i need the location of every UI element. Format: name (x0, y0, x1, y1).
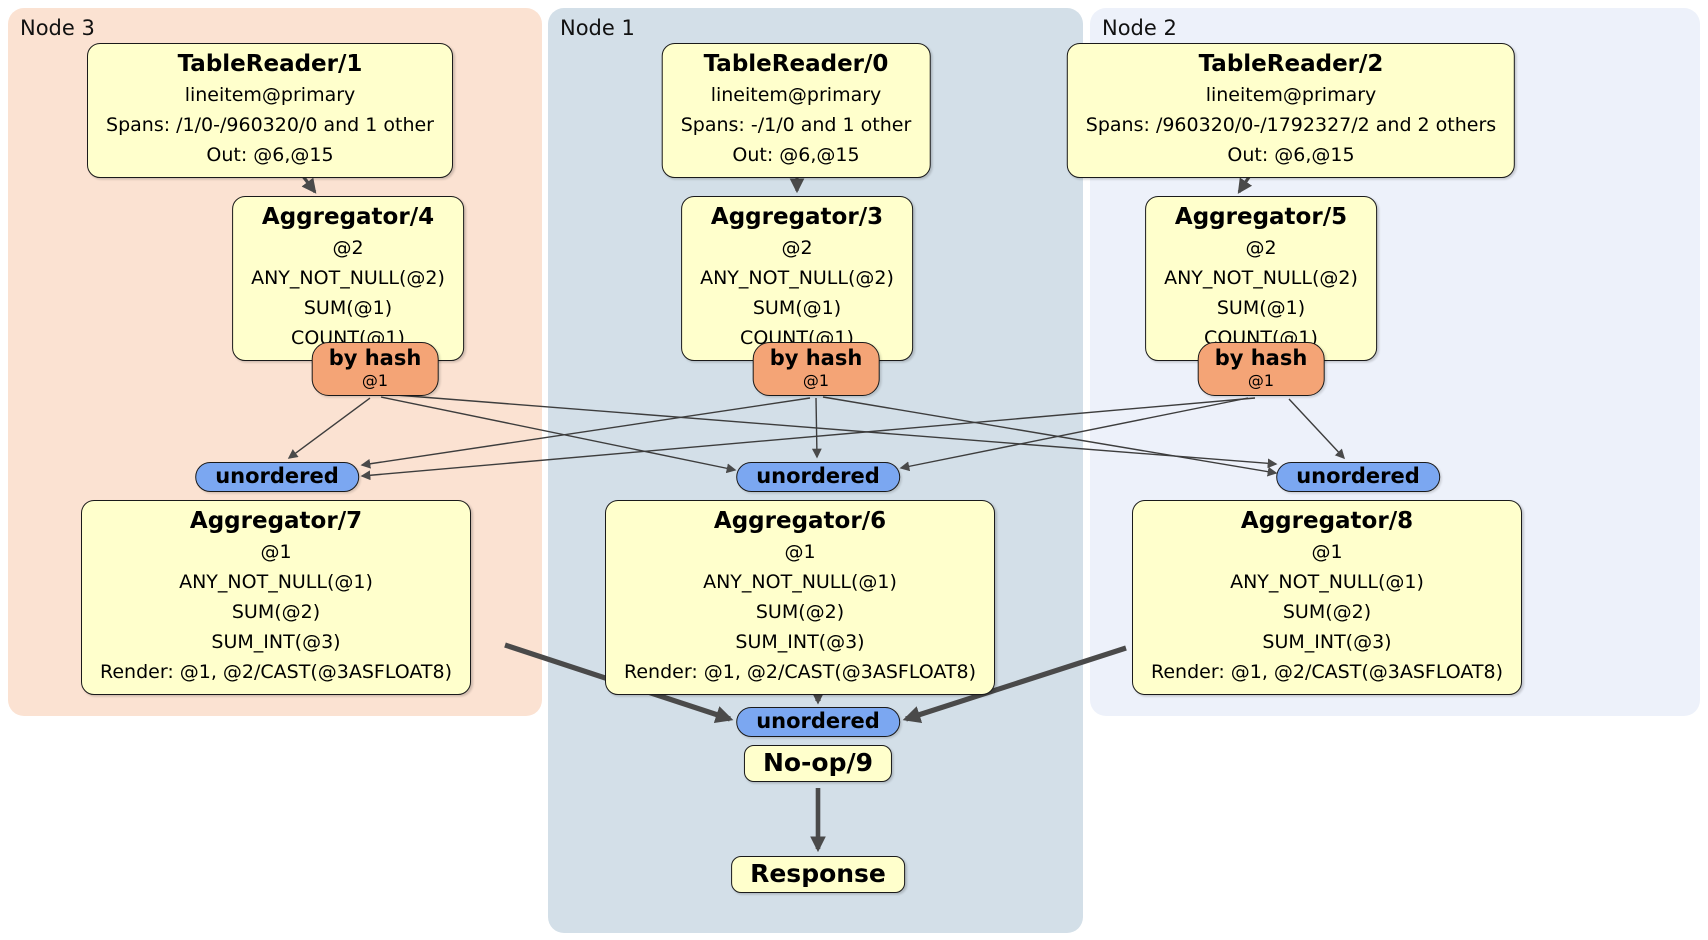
node-group-label: Node 3 (20, 16, 95, 40)
processor-detail: Spans: /960320/0-/1792327/2 and 2 others (1085, 114, 1497, 136)
processor-detail: @1 (260, 541, 292, 563)
processor-box-tablereader-0: TableReader/0 lineitem@primary Spans: -/… (661, 43, 931, 178)
processor-title: Aggregator/5 (1174, 204, 1348, 230)
hash-router-key: @1 (802, 371, 830, 390)
processor-detail: SUM(@2) (231, 601, 321, 623)
processor-detail: SUM(@2) (1282, 601, 1372, 623)
processor-detail: SUM(@1) (752, 297, 842, 319)
processor-detail: ANY_NOT_NULL(@1) (1230, 571, 1424, 593)
processor-detail: SUM_INT(@3) (211, 631, 341, 653)
processor-detail: @2 (332, 237, 364, 259)
hash-router-pill-node2: by hash @1 (1197, 342, 1325, 396)
node-group-label: Node 1 (560, 16, 635, 40)
processor-detail: ANY_NOT_NULL(@1) (179, 571, 373, 593)
processor-box-noop-9: No-op/9 (743, 745, 893, 782)
processor-box-response: Response (731, 856, 905, 893)
processor-detail: SUM(@2) (755, 601, 845, 623)
processor-detail: @2 (1245, 237, 1277, 259)
processor-title: Aggregator/6 (713, 508, 887, 534)
processor-box-aggregator-4: Aggregator/4 @2 ANY_NOT_NULL(@2) SUM(@1)… (232, 196, 464, 361)
unordered-sync-pill-final: unordered (736, 707, 900, 737)
processor-detail: Out: @6,@15 (1227, 144, 1355, 166)
unordered-sync-pill-node2: unordered (1276, 462, 1440, 492)
processor-detail: lineitem@primary (710, 84, 882, 106)
processor-box-aggregator-5: Aggregator/5 @2 ANY_NOT_NULL(@2) SUM(@1)… (1145, 196, 1377, 361)
processor-detail: Out: @6,@15 (732, 144, 860, 166)
hash-router-key: @1 (1247, 371, 1275, 390)
processor-detail: @1 (784, 541, 816, 563)
processor-detail: ANY_NOT_NULL(@2) (251, 267, 445, 289)
processor-detail: SUM(@1) (1216, 297, 1306, 319)
hash-router-pill-node1: by hash @1 (752, 342, 880, 396)
processor-detail: @2 (781, 237, 813, 259)
processor-box-aggregator-3: Aggregator/3 @2 ANY_NOT_NULL(@2) SUM(@1)… (681, 196, 913, 361)
processor-title: Aggregator/7 (189, 508, 363, 534)
processor-detail: lineitem@primary (1205, 84, 1377, 106)
processor-detail: ANY_NOT_NULL(@1) (703, 571, 897, 593)
processor-detail: ANY_NOT_NULL(@2) (1164, 267, 1358, 289)
processor-title: TableReader/1 (177, 51, 363, 77)
hash-router-label: by hash (328, 346, 422, 370)
unordered-sync-pill-node3: unordered (195, 462, 359, 492)
processor-detail: @1 (1311, 541, 1343, 563)
processor-detail: ANY_NOT_NULL(@2) (700, 267, 894, 289)
processor-box-aggregator-6: Aggregator/6 @1 ANY_NOT_NULL(@1) SUM(@2)… (605, 500, 995, 695)
processor-detail: Spans: -/1/0 and 1 other (680, 114, 912, 136)
processor-title: Aggregator/8 (1240, 508, 1414, 534)
processor-box-aggregator-8: Aggregator/8 @1 ANY_NOT_NULL(@1) SUM(@2)… (1132, 500, 1522, 695)
processor-detail: SUM(@1) (303, 297, 393, 319)
processor-detail: SUM_INT(@3) (735, 631, 865, 653)
processor-detail: SUM_INT(@3) (1262, 631, 1392, 653)
processor-detail: Render: @1, @2/CAST(@3ASFLOAT8) (1151, 661, 1503, 683)
processor-box-tablereader-2: TableReader/2 lineitem@primary Spans: /9… (1066, 43, 1516, 178)
hash-router-label: by hash (769, 346, 863, 370)
processor-detail: lineitem@primary (184, 84, 356, 106)
processor-title: TableReader/0 (703, 51, 889, 77)
processor-detail: Render: @1, @2/CAST(@3ASFLOAT8) (624, 661, 976, 683)
processor-title: TableReader/2 (1198, 51, 1384, 77)
unordered-sync-pill-node1: unordered (736, 462, 900, 492)
hash-router-pill-node3: by hash @1 (311, 342, 439, 396)
hash-router-label: by hash (1214, 346, 1308, 370)
processor-detail: Render: @1, @2/CAST(@3ASFLOAT8) (100, 661, 452, 683)
processor-box-aggregator-7: Aggregator/7 @1 ANY_NOT_NULL(@1) SUM(@2)… (81, 500, 471, 695)
processor-title: Aggregator/3 (710, 204, 884, 230)
processor-detail: Spans: /1/0-/960320/0 and 1 other (106, 114, 434, 136)
processor-box-tablereader-1: TableReader/1 lineitem@primary Spans: /1… (87, 43, 453, 178)
hash-router-key: @1 (361, 371, 389, 390)
processor-title: Aggregator/4 (261, 204, 435, 230)
node-group-label: Node 2 (1102, 16, 1177, 40)
processor-detail: Out: @6,@15 (206, 144, 334, 166)
